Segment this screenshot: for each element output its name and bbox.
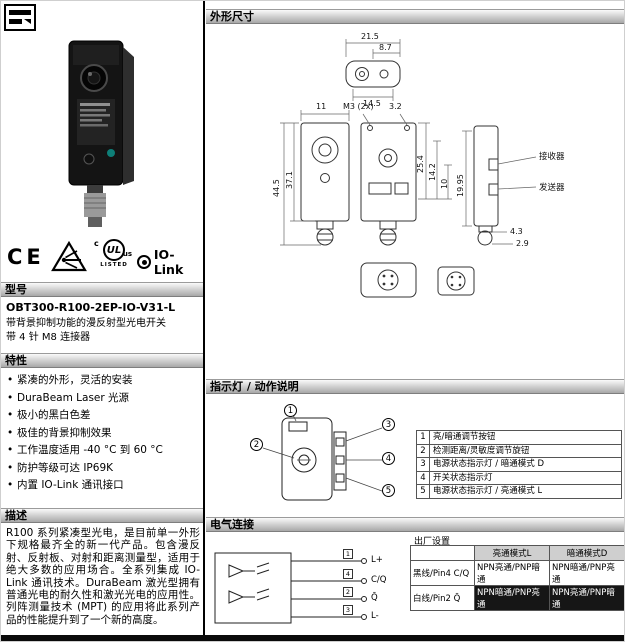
feature-item: 工作温度适用 -40 °C 到 60 °C bbox=[6, 442, 202, 460]
dim-label-bottom-width: 14.5 bbox=[363, 99, 381, 108]
section-header-dimensions: 外形尺寸 bbox=[206, 9, 624, 24]
product-photo bbox=[49, 33, 149, 237]
model-description: 带背景抑制功能的漫反射型光电开关 带 4 针 M8 连接器 bbox=[6, 317, 201, 344]
ce-mark: CE bbox=[7, 245, 45, 269]
indicator-row-text: 电源状态指示灯 / 亮通模式 L bbox=[433, 486, 543, 496]
dim-label-side-b: 14.2 bbox=[428, 163, 437, 181]
wiring-pin-label-lminus: L- bbox=[371, 611, 379, 621]
features-list: 紧凑的外形，灵活的安装 DuraBeam Laser 光源 极小的黑白色差 极佳… bbox=[6, 372, 202, 495]
section-header-features: 特性 bbox=[1, 353, 203, 368]
ul-c-label: c bbox=[94, 239, 99, 248]
footer-bar bbox=[1, 635, 624, 641]
wiring-pin-label-cq: C/Q bbox=[371, 575, 387, 585]
factory-cell-highlighted: NPN亮通/PNP暗通 bbox=[549, 585, 624, 611]
feature-item: DuraBeam Laser 光源 bbox=[6, 390, 202, 408]
factory-cell-highlighted: NPN暗通/PNP亮通 bbox=[474, 585, 550, 611]
model-description-line2: 带 4 针 M8 连接器 bbox=[6, 331, 91, 343]
ul-circle-icon: UL bbox=[103, 239, 125, 261]
factory-col-dark-mode: 暗通模式D bbox=[549, 545, 624, 561]
indicator-row-num: 3 bbox=[417, 458, 430, 471]
indicator-row: 4 开关状态指示灯 bbox=[416, 470, 622, 485]
dim-label-foot-b: 2.9 bbox=[516, 239, 529, 248]
indicator-row-text: 开关状态指示灯 bbox=[433, 472, 493, 483]
dim-label-height-total: 44.5 bbox=[272, 179, 281, 197]
indicator-row: 5 电源状态指示灯 / 亮通模式 L bbox=[416, 484, 622, 499]
callout-3: 3 bbox=[382, 418, 395, 431]
factory-row-black-wire: 黑线/Pin4 C/Q NPN亮通/PNP暗通 NPN暗通/PNP亮通 bbox=[410, 560, 624, 586]
callout-5: 5 bbox=[382, 484, 395, 497]
dim-label-hole: 3.2 bbox=[389, 102, 402, 111]
callout-4: 4 bbox=[382, 452, 395, 465]
feature-item: 紧凑的外形，灵活的安装 bbox=[6, 372, 202, 390]
section-header-indicators: 指示灯 / 动作说明 bbox=[206, 379, 624, 394]
indicator-row: 1 亮/暗通调节按钮 bbox=[416, 430, 622, 445]
factory-row-label: 黑线/Pin4 C/Q bbox=[410, 560, 475, 586]
wiring-pin-num-4: 4 bbox=[343, 569, 353, 579]
dim-label-lens-offset: 8.7 bbox=[379, 43, 392, 52]
dim-label-screw: M3 (2x) bbox=[343, 102, 374, 111]
indicator-table: 1 亮/暗通调节按钮 2 检测距离/灵敏度调节旋钮 3 电源状态指示灯 / 暗通… bbox=[416, 430, 622, 499]
indicator-row-text: 电源状态指示灯 / 暗通模式 D bbox=[433, 459, 545, 469]
callout-2: 2 bbox=[250, 438, 263, 451]
certifications-row: CE c UL us LISTED IO-Link bbox=[1, 237, 203, 277]
indicator-drawing: 1 2 3 4 5 bbox=[244, 404, 414, 512]
factory-settings-title: 出厂设置 bbox=[414, 537, 451, 547]
indicator-row-num: 4 bbox=[417, 471, 430, 484]
factory-row-white-wire: 白线/Pin2 Q̄ NPN暗通/PNP亮通 NPN亮通/PNP暗通 bbox=[410, 585, 624, 611]
callout-1: 1 bbox=[284, 404, 297, 417]
section-header-model: 型号 bbox=[1, 282, 203, 297]
wiring-diagram: 1 4 2 3 L+ C/Q Q̄ L- bbox=[211, 543, 409, 633]
dimension-drawing: 21.5 8.7 14.5 11 M3 (2x) 3.2 44.5 37.1 2… bbox=[216, 31, 616, 363]
feature-item: 极小的黑白色差 bbox=[6, 407, 202, 425]
dim-label-side-a: 25.4 bbox=[416, 155, 425, 173]
io-link-icon bbox=[137, 255, 151, 269]
indicator-row-num: 5 bbox=[417, 485, 430, 498]
factory-header-row: 亮通模式L 暗通模式D bbox=[410, 545, 624, 561]
ul-listed-mark: c UL us LISTED bbox=[94, 239, 134, 268]
ul-label: UL bbox=[106, 244, 122, 256]
brand-logo-icon bbox=[4, 4, 36, 35]
dim-label-foot-a: 4.3 bbox=[510, 227, 523, 236]
dim-label-side-d: 19.95 bbox=[456, 174, 465, 197]
wiring-pin-num-1: 1 bbox=[343, 549, 353, 559]
factory-settings-table: 亮通模式L 暗通模式D 黑线/Pin4 C/Q NPN亮通/PNP暗通 NPN暗… bbox=[410, 545, 624, 611]
wiring-pin-label-qbar: Q̄ bbox=[371, 593, 378, 603]
indicator-row: 2 检测距离/灵敏度调节旋钮 bbox=[416, 443, 622, 458]
factory-col-corner bbox=[410, 545, 475, 561]
ul-us-label: us bbox=[122, 250, 132, 258]
factory-cell: NPN亮通/PNP暗通 bbox=[474, 560, 550, 586]
dim-label-side-c: 10 bbox=[440, 178, 449, 189]
laser-warning-icon bbox=[51, 240, 87, 276]
wiring-pin-num-3: 3 bbox=[343, 605, 353, 615]
model-description-line1: 带背景抑制功能的漫反射型光电开关 bbox=[6, 318, 166, 329]
io-link-label: IO-Link bbox=[153, 247, 184, 277]
dim-label-height-body: 37.1 bbox=[285, 171, 294, 189]
dim-label-receiver: 接收器 bbox=[539, 152, 565, 162]
dim-label-emitter: 发送器 bbox=[539, 183, 565, 193]
factory-cell: NPN暗通/PNP亮通 bbox=[549, 560, 624, 586]
wiring-pin-label-lplus: L+ bbox=[371, 555, 383, 565]
indicator-row-num: 1 bbox=[417, 431, 430, 444]
factory-col-light-mode: 亮通模式L bbox=[474, 545, 550, 561]
model-number: OBT300-R100-2EP-IO-V31-L bbox=[6, 301, 176, 314]
feature-item: 极佳的背景抑制效果 bbox=[6, 425, 202, 443]
io-link-logo: IO-Link bbox=[137, 247, 203, 277]
wiring-pin-num-2: 2 bbox=[343, 587, 353, 597]
feature-item: 内置 IO-Link 通讯接口 bbox=[6, 477, 202, 495]
feature-item: 防护等级可达 IP69K bbox=[6, 460, 202, 478]
indicator-row-text: 检测距离/灵敏度调节旋钮 bbox=[433, 445, 530, 456]
section-header-description: 描述 bbox=[1, 508, 203, 523]
description-text: R100 系列紧凑型光电，是目前单一外形下规格最齐全的新一代产品。包含漫反射、反… bbox=[6, 527, 200, 626]
indicator-row-num: 2 bbox=[417, 444, 430, 457]
section-header-electrical: 电气连接 bbox=[206, 517, 624, 532]
indicator-row: 3 电源状态指示灯 / 暗通模式 D bbox=[416, 457, 622, 472]
column-divider bbox=[203, 1, 205, 635]
indicator-row-text: 亮/暗通调节按钮 bbox=[433, 432, 496, 442]
dim-label-depth: 11 bbox=[316, 102, 327, 111]
ul-listed-label: LISTED bbox=[100, 262, 128, 268]
factory-row-label: 白线/Pin2 Q̄ bbox=[410, 585, 475, 611]
dim-label-top-width: 21.5 bbox=[361, 32, 379, 41]
